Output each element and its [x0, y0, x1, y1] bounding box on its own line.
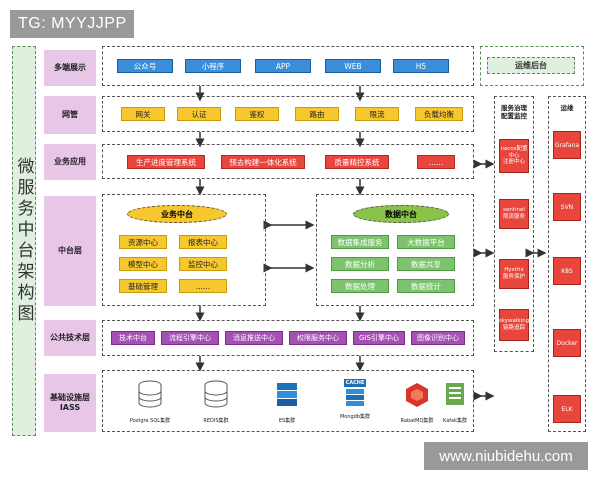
ops-backend-label: 运维后台: [487, 57, 575, 74]
data-center-item-bigdata: 大数据平台: [397, 235, 455, 249]
common-item-message: 消息推送中心: [225, 331, 283, 345]
ops-item-k8s: K8S: [553, 257, 581, 285]
data-center-item-share: 数据共享: [397, 257, 455, 271]
common-item-gis: GIS引擎中心: [353, 331, 405, 345]
biz-center-box: 业务中台 资源中心 报表中心 模型中心 监控中心 基础管理 ......: [102, 194, 266, 306]
display-item-app: APP: [255, 59, 311, 73]
layer-label-business: 业务应用: [44, 144, 96, 180]
service-gov-hystrix: Hystrix 服务保护: [499, 259, 529, 289]
layer-label-middle: 中台层: [44, 196, 96, 306]
data-center-item-analysis: 数据分析: [331, 257, 389, 271]
business-row: 生产进度管理系统 预去构建一体化系统 质量精控系统 ......: [102, 144, 474, 179]
infra-item-rabbitmq: RabatMQ集群: [397, 377, 437, 427]
display-item-wechat: 公众号: [117, 59, 173, 73]
gateway-row: 网关 认证 鉴权 路由 限流 负载均衡: [102, 96, 474, 132]
display-row: 公众号 小程序 APP WEB H5: [102, 46, 474, 86]
watermark: www.niubidehu.com: [424, 442, 588, 470]
display-item-web: WEB: [325, 59, 381, 73]
cache-icon: [346, 389, 364, 406]
ops-item-docker: Docker: [553, 329, 581, 357]
data-center-item-processing: 数据处理: [331, 279, 389, 293]
kafka-icon: [446, 383, 464, 405]
service-gov-title: 服务治理 配置监控: [501, 104, 527, 120]
gateway-item-authz: 鉴权: [235, 107, 279, 121]
layer-label-gateway: 网管: [44, 96, 96, 134]
service-gov-nacos: nacos配置 中心 注册中心: [499, 139, 529, 173]
service-gov-skywalking: skywalking 链路追踪: [499, 309, 529, 341]
common-item-tech: 技术中台: [111, 331, 155, 345]
gateway-item-loadbalance: 负载均衡: [415, 107, 463, 121]
infra-label-postgres: Postgre SQL集群: [129, 418, 171, 424]
database-icon: [204, 380, 228, 408]
biz-center-item-monitor: 监控中心: [179, 257, 227, 271]
infra-item-postgres: Postgre SQL集群: [125, 377, 175, 427]
common-row: 技术中台 流程引擎中心 消息推送中心 权限服务中心 GIS引擎中心 图像识别中心: [102, 320, 474, 356]
data-center-item-statistics: 数据统计: [397, 279, 455, 293]
business-item-prefab: 预去构建一体化系统: [221, 155, 305, 169]
ops-backend-box: 运维后台: [480, 46, 584, 86]
infra-item-mongo: CACHE Mongdb集群: [335, 377, 375, 427]
ops-column: 运维 Grafana SVN K8S Docker ELK: [548, 96, 586, 432]
infra-row: Postgre SQL集群 REDIS集群 ES集群 CACHE Mongdb集…: [102, 370, 474, 432]
data-center-title: 数据中台: [353, 205, 449, 223]
infra-label-kafka: Kafak集群: [443, 418, 467, 424]
diagram-title: 微服务中台架构图: [12, 46, 36, 436]
gateway-item-gateway: 网关: [121, 107, 165, 121]
common-item-permission: 权限服务中心: [289, 331, 347, 345]
cache-icon-label: CACHE: [344, 379, 366, 387]
tg-tag: TG: MYYJJPP: [10, 10, 134, 38]
common-item-image: 图像识别中心: [411, 331, 465, 345]
business-item-progress: 生产进度管理系统: [127, 155, 205, 169]
service-gov-column: 服务治理 配置监控 nacos配置 中心 注册中心 sentinel 限流服务 …: [494, 96, 534, 352]
gateway-item-route: 路由: [295, 107, 339, 121]
layer-label-infra: 基础设施层 IASS: [44, 374, 96, 432]
biz-center-item-resource: 资源中心: [119, 235, 167, 249]
ops-item-grafana: Grafana: [553, 131, 581, 159]
rabbitmq-icon: [406, 383, 428, 407]
ops-title: 运维: [560, 104, 574, 112]
infra-item-kafka: Kafak集群: [435, 377, 475, 427]
diagram-title-text: 微服务中台架构图: [13, 157, 34, 325]
ops-item-elk: ELK: [553, 395, 581, 423]
layer-label-common: 公共技术层: [44, 320, 96, 356]
database-icon: [138, 380, 162, 408]
display-item-miniprogram: 小程序: [185, 59, 241, 73]
layer-label-display: 多端展示: [44, 50, 96, 86]
infra-label-rabbitmq: RabatMQ集群: [400, 418, 434, 424]
biz-center-title: 业务中台: [127, 205, 227, 223]
infra-label-mongo: Mongdb集群: [339, 414, 371, 420]
biz-center-item-report: 报表中心: [179, 235, 227, 249]
infra-item-redis: REDIS集群: [191, 377, 241, 427]
biz-center-item-model: 模型中心: [119, 257, 167, 271]
biz-center-item-basic: 基础管理: [119, 279, 167, 293]
business-item-quality: 质量精控系统: [325, 155, 389, 169]
common-item-workflow: 流程引擎中心: [161, 331, 219, 345]
elasticsearch-icon: [277, 383, 297, 406]
infra-item-es: ES集群: [267, 377, 307, 427]
ops-item-svn: SVN: [553, 193, 581, 221]
biz-center-item-more: ......: [179, 279, 227, 293]
data-center-box: 数据中台 数据集成服务 大数据平台 数据分析 数据共享 数据处理 数据统计: [316, 194, 474, 306]
service-gov-sentinel: sentinel 限流服务: [499, 199, 529, 229]
data-center-item-integration: 数据集成服务: [331, 235, 389, 249]
business-item-more: ......: [417, 155, 455, 169]
gateway-item-auth: 认证: [177, 107, 221, 121]
infra-label-es: ES集群: [278, 418, 296, 424]
display-item-h5: H5: [393, 59, 449, 73]
infra-label-redis: REDIS集群: [203, 418, 229, 424]
gateway-item-ratelimit: 限流: [355, 107, 399, 121]
